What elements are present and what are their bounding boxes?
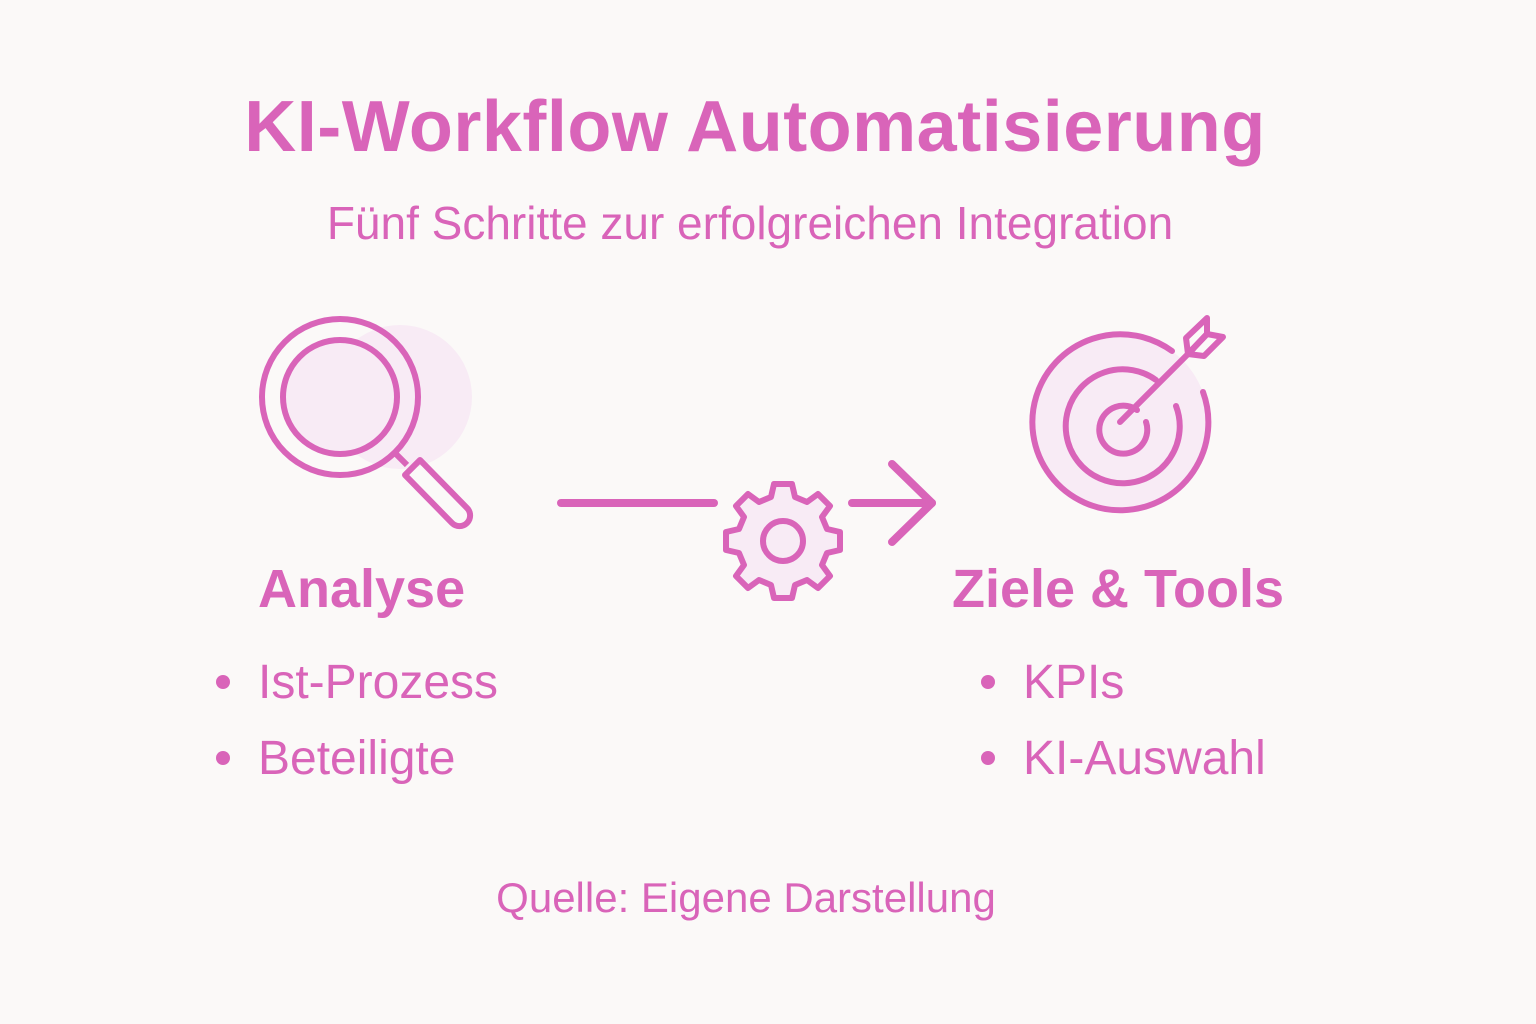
ziele-tools-bullet-list: KPIs KI-Auswahl <box>975 644 1266 796</box>
target-arrow-icon <box>1025 310 1235 520</box>
bullet-dot <box>216 751 230 765</box>
page-subtitle: Fünf Schritte zur erfolgreichen Integrat… <box>326 197 1174 249</box>
list-item: KPIs <box>975 644 1266 720</box>
gear-icon <box>718 476 848 606</box>
arrow-right-icon <box>846 456 942 550</box>
page-title: KI-Workflow Automatisierung <box>244 87 1266 167</box>
step-heading-ziele-tools: Ziele & Tools <box>952 559 1285 619</box>
list-item: Beteiligte <box>210 720 498 796</box>
magnifier-icon <box>255 305 485 535</box>
bullet-dot <box>981 675 995 689</box>
connector-line <box>555 496 720 510</box>
analyse-bullet-list: Ist-Prozess Beteiligte <box>210 644 498 796</box>
source-caption: Quelle: Eigene Darstellung <box>496 874 996 921</box>
step-heading-analyse: Analyse <box>258 559 466 619</box>
list-item: KI-Auswahl <box>975 720 1266 796</box>
bullet-dot <box>981 751 995 765</box>
list-item: Ist-Prozess <box>210 644 498 720</box>
bullet-dot <box>216 675 230 689</box>
